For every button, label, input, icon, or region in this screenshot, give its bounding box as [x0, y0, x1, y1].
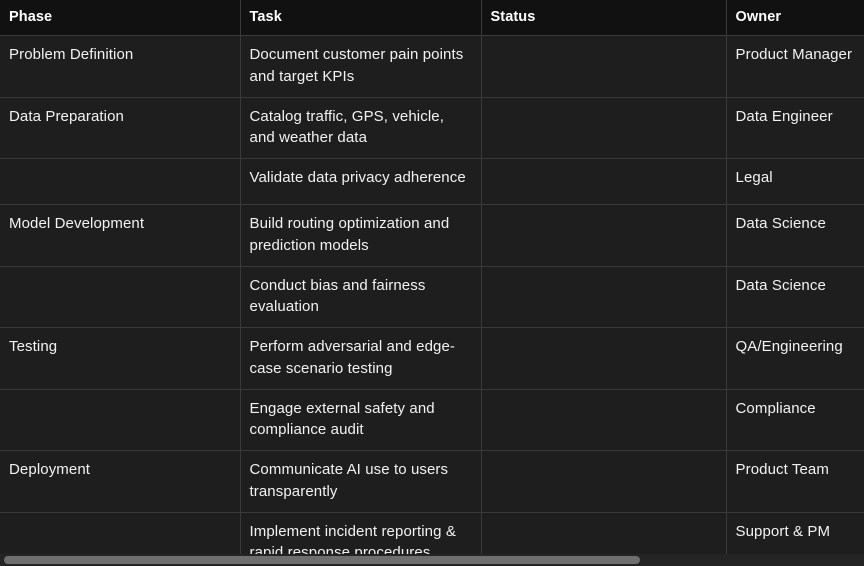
- table-row[interactable]: Model Development Build routing optimiza…: [0, 204, 864, 267]
- cell-owner: QA/Engineering: [726, 327, 864, 390]
- table-header-row: Phase Task Status Owner: [0, 0, 864, 37]
- cell-status: [481, 450, 727, 513]
- cell-phase: Problem Definition: [0, 35, 241, 98]
- scrollbar-thumb[interactable]: [4, 556, 640, 564]
- column-header-task[interactable]: Task: [240, 0, 482, 37]
- cell-status: [481, 512, 727, 558]
- cell-task: Communicate AI use to users transparentl…: [240, 450, 482, 513]
- column-header-status[interactable]: Status: [481, 0, 727, 37]
- cell-phase: [0, 389, 241, 452]
- cell-task: Implement incident reporting & rapid res…: [240, 512, 482, 558]
- cell-owner: Data Science: [726, 204, 864, 267]
- table-header: Phase Task Status Owner: [0, 0, 864, 37]
- cell-phase: [0, 512, 241, 558]
- table-row[interactable]: Conduct bias and fairness evaluation Dat…: [0, 266, 864, 329]
- cell-task: Document customer pain points and target…: [240, 35, 482, 98]
- cell-status: [481, 35, 727, 98]
- cell-task: Validate data privacy adherence: [240, 158, 482, 206]
- column-header-phase[interactable]: Phase: [0, 0, 241, 37]
- cell-owner: Support & PM: [726, 512, 864, 558]
- cell-owner: Compliance: [726, 389, 864, 452]
- table-row[interactable]: Deployment Communicate AI use to users t…: [0, 450, 864, 513]
- cell-owner: Product Manager: [726, 35, 864, 98]
- cell-phase: Data Preparation: [0, 97, 241, 160]
- cell-status: [481, 97, 727, 160]
- cell-task: Conduct bias and fairness evaluation: [240, 266, 482, 329]
- cell-phase: Testing: [0, 327, 241, 390]
- cell-status: [481, 158, 727, 206]
- cell-phase: [0, 266, 241, 329]
- table-row[interactable]: Data Preparation Catalog traffic, GPS, v…: [0, 97, 864, 160]
- cell-task: Engage external safety and compliance au…: [240, 389, 482, 452]
- cell-phase: Model Development: [0, 204, 241, 267]
- column-header-owner[interactable]: Owner: [726, 0, 864, 37]
- cell-status: [481, 266, 727, 329]
- cell-phase: [0, 158, 241, 206]
- cell-owner: Data Science: [726, 266, 864, 329]
- cell-task: Perform adversarial and edge-case scenar…: [240, 327, 482, 390]
- cell-status: [481, 389, 727, 452]
- table-row[interactable]: Testing Perform adversarial and edge-cas…: [0, 327, 864, 390]
- table-row[interactable]: Implement incident reporting & rapid res…: [0, 512, 864, 558]
- cell-task: Build routing optimization and predictio…: [240, 204, 482, 267]
- table-body: Problem Definition Document customer pai…: [0, 35, 864, 558]
- cell-task: Catalog traffic, GPS, vehicle, and weath…: [240, 97, 482, 160]
- cell-owner: Legal: [726, 158, 864, 206]
- table-row[interactable]: Validate data privacy adherence Legal: [0, 158, 864, 206]
- cell-phase: Deployment: [0, 450, 241, 513]
- table-row[interactable]: Problem Definition Document customer pai…: [0, 35, 864, 98]
- cell-status: [481, 204, 727, 267]
- cell-status: [481, 327, 727, 390]
- cell-owner: Product Team: [726, 450, 864, 513]
- horizontal-scrollbar[interactable]: [0, 554, 864, 566]
- table-row[interactable]: Engage external safety and compliance au…: [0, 389, 864, 452]
- cell-owner: Data Engineer: [726, 97, 864, 160]
